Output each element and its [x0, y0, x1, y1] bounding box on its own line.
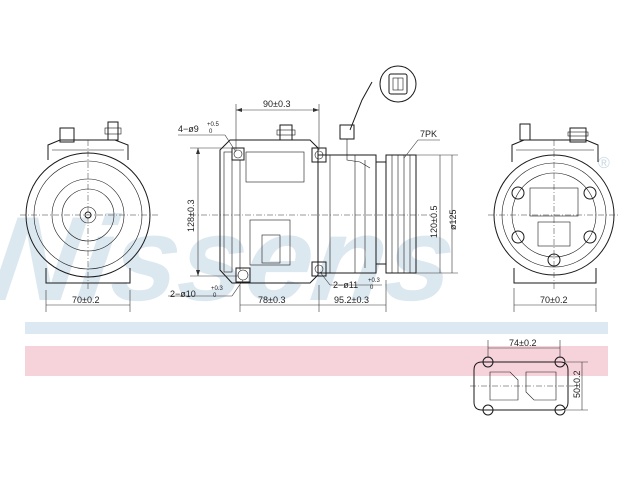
watermark-text: Nissens: [0, 192, 463, 326]
pink-band: [25, 346, 608, 376]
port-flange-view: 74±0.2 50±0.2: [470, 338, 588, 416]
dim-pulley-diameter: ø125: [448, 209, 458, 230]
svg-text:0: 0: [370, 285, 374, 291]
dim-holes-bottom: 2−ø10: [170, 289, 196, 299]
dim-small-holes: 2−ø11: [333, 280, 358, 290]
svg-text:0: 0: [209, 129, 213, 135]
dim-holes-top: 4−ø9: [178, 124, 199, 134]
svg-text:+0.3: +0.3: [368, 278, 381, 284]
dim-body-height: 128±0.3: [186, 200, 196, 232]
blue-band: [25, 322, 608, 334]
port-height-label: 50±0.2: [572, 371, 582, 398]
dim-length-a: 78±0.3: [258, 295, 285, 305]
dim-pulley-center: 120±0.5: [429, 206, 439, 238]
belt-label: 7PK: [420, 129, 437, 139]
dim-top-length: 90±0.3: [263, 99, 290, 109]
right-width-label: 70±0.2: [540, 295, 567, 305]
side-view: 90±0.3 4−ø9 +0.5 0 128±0.3 2−ø10 +0.3 0 …: [168, 65, 458, 312]
dim-length-b: 95.2±0.3: [334, 295, 369, 305]
left-front-view: 70±0.2: [20, 121, 158, 312]
port-width-label: 74±0.2: [509, 338, 536, 348]
right-rear-view: 70±0.2: [488, 123, 620, 312]
svg-text:+0.3: +0.3: [211, 286, 224, 292]
registered-mark: ®: [598, 155, 610, 172]
svg-text:+0.5: +0.5: [207, 122, 220, 128]
svg-text:0: 0: [213, 293, 217, 299]
left-width-label: 70±0.2: [72, 295, 99, 305]
